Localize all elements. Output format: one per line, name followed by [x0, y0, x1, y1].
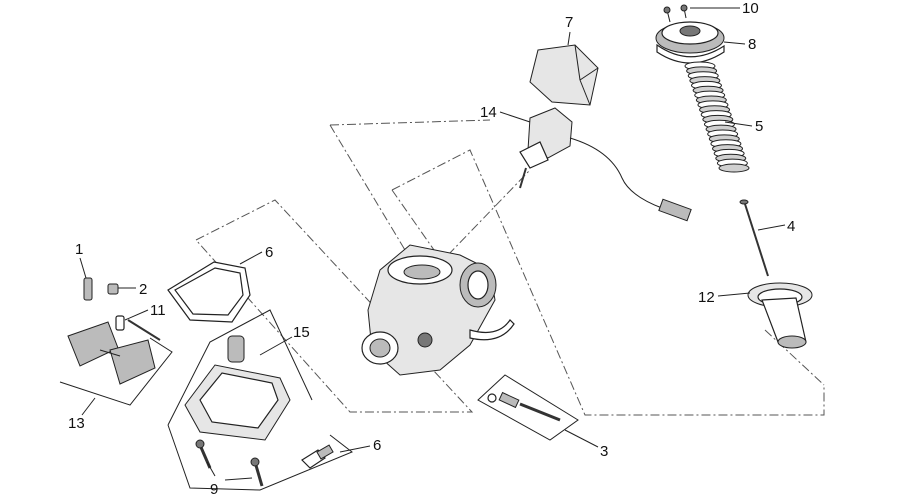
carburetor-body — [361, 244, 515, 376]
part-10-screws — [663, 4, 688, 23]
part-6-gasket — [167, 261, 251, 323]
part-number-labels: 7 10 8 5 4 12 14 1 2 11 6 15 13 3 6 9 — [68, 0, 795, 498]
label-15: 15 — [293, 324, 310, 341]
part-5-spring — [684, 61, 750, 173]
part-13-bracket — [59, 337, 173, 406]
label-14: 14 — [480, 104, 497, 121]
part-13-float — [67, 321, 156, 385]
part-7-cap — [529, 44, 599, 106]
label-9: 9 — [210, 481, 218, 498]
spring-coil — [718, 163, 750, 173]
part-4-needle — [739, 199, 769, 277]
part-12-diaphragm-slide — [747, 282, 813, 349]
part-8-top-cover — [655, 21, 725, 64]
label-2: 2 — [139, 281, 147, 298]
label-6-bottom: 6 — [373, 437, 381, 454]
float-bowl-group-outline — [195, 199, 474, 413]
label-10: 10 — [742, 0, 759, 17]
part-15-float-bowl — [184, 335, 291, 441]
label-11: 11 — [150, 302, 166, 319]
label-4: 4 — [787, 218, 795, 235]
label-13: 13 — [68, 415, 85, 432]
leader-lines — [79, 7, 786, 481]
carburetor-top-group-outline — [391, 149, 825, 416]
label-3: 3 — [600, 443, 608, 460]
part-9-screws — [195, 439, 264, 487]
part-15-bracket — [167, 309, 313, 426]
bracket-outlines — [59, 309, 579, 491]
part-9-bracket — [167, 424, 353, 491]
label-8: 8 — [748, 36, 756, 53]
part-2-jet — [107, 283, 119, 295]
label-5: 5 — [755, 118, 763, 135]
part-14-choke — [519, 107, 692, 222]
part-1-jet — [83, 277, 93, 301]
part-3-bracket — [477, 374, 579, 441]
label-1: 1 — [75, 241, 83, 258]
label-7: 7 — [565, 14, 573, 31]
part-11-float-needle — [115, 315, 161, 341]
part-3-idle-screw — [487, 391, 561, 422]
part-6-drain-fitting — [301, 444, 334, 469]
label-12: 12 — [698, 289, 715, 306]
label-6-top: 6 — [265, 244, 273, 261]
